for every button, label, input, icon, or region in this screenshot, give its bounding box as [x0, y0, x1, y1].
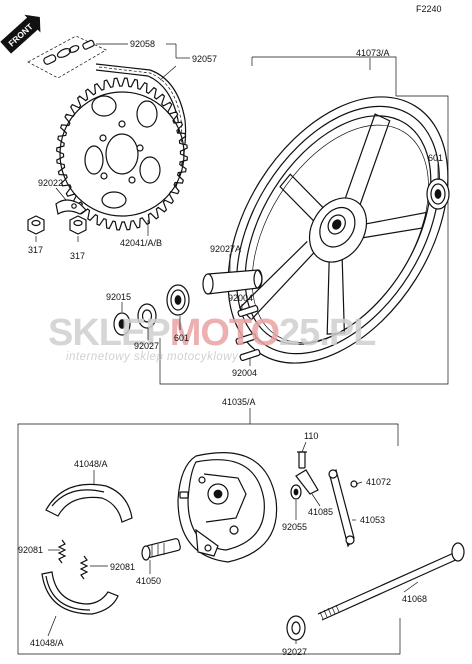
label-92027a: 92027A: [210, 244, 241, 254]
label-317-left: 317: [28, 245, 43, 255]
label-92015: 92015: [106, 292, 131, 302]
page-code: F2240: [416, 4, 442, 14]
watermark: SKLEPMOTO25.PL internetowy sklep motocyk…: [48, 312, 377, 363]
label-92022: 92022: [38, 178, 63, 188]
brake-panel: [177, 452, 278, 563]
label-41072: 41072: [366, 477, 391, 487]
brake-shoe-top: [45, 483, 133, 523]
label-92055: 92055: [282, 522, 307, 532]
label-41048a-top: 41048/A: [74, 459, 108, 469]
label-92057: 92057: [192, 54, 217, 64]
axle-spacer: [286, 615, 306, 641]
label-92058: 92058: [130, 39, 155, 49]
bearing-left: [166, 284, 190, 316]
spacer-collar: [137, 303, 157, 329]
chain-joint-parts: [27, 35, 107, 79]
watermark-brand-part-1: SKLEP: [48, 312, 170, 354]
label-92081-right: 92081: [110, 562, 135, 572]
label-41053: 41053: [360, 515, 385, 525]
brake-lever: [328, 468, 355, 548]
label-601-right: 601: [428, 153, 443, 163]
label-92081-left: 92081: [18, 545, 43, 555]
label-41035a: 41035/A: [222, 397, 256, 407]
rear-sprocket: [56, 77, 188, 231]
brake-springs: [57, 539, 89, 580]
label-317-right: 317: [70, 251, 85, 261]
lever-bolt: [297, 451, 307, 469]
lower-assembly-frame: [17, 408, 401, 655]
oil-seal: [113, 312, 131, 336]
watermark-brand-tld: .PL: [319, 312, 376, 354]
label-110: 110: [304, 431, 318, 441]
label-92004-bottom: 92004: [232, 368, 257, 378]
label-92027-bottom: 92027: [282, 647, 307, 657]
watermark-tagline: internetowy sklep motocyklowy: [66, 351, 239, 363]
front-direction-arrow: FRONT: [0, 14, 41, 54]
label-601-left: 601: [174, 333, 189, 343]
label-42041ab: 42041/A/B: [120, 238, 162, 248]
rear-wheel: [227, 96, 449, 364]
indicator-plate: [295, 469, 319, 495]
label-92027-mid: 92027: [134, 341, 159, 351]
wheel-spacer-tube: [202, 269, 263, 295]
brake-shoe-bottom: [41, 571, 119, 615]
label-41085: 41085: [308, 507, 333, 517]
nut-left: [27, 215, 45, 235]
watermark-brand-part-3: 25: [279, 312, 320, 354]
sprocket-studs: [235, 304, 261, 362]
label-41068: 41068: [402, 594, 427, 604]
nut-right: [69, 215, 87, 235]
lever-washer: [290, 484, 302, 500]
label-41050: 41050: [136, 576, 161, 586]
lock-washer: [55, 199, 87, 215]
part-labels: 92058 92057 41073/A 601 92022 317 317 42…: [18, 39, 443, 657]
label-41048a-bottom: 41048/A: [30, 638, 64, 648]
rear-axle: [317, 542, 465, 621]
leader-lines: [35, 43, 439, 644]
label-41073a: 41073/A: [356, 48, 390, 58]
label-92004-top: 92004: [228, 293, 253, 303]
watermark-brand-part-2: MOTO: [170, 312, 279, 354]
brake-camshaft: [141, 538, 181, 561]
svg-text:SKLEPMOTO25.PL: SKLEPMOTO25.PL: [48, 312, 376, 354]
bearing-right: [426, 178, 450, 210]
